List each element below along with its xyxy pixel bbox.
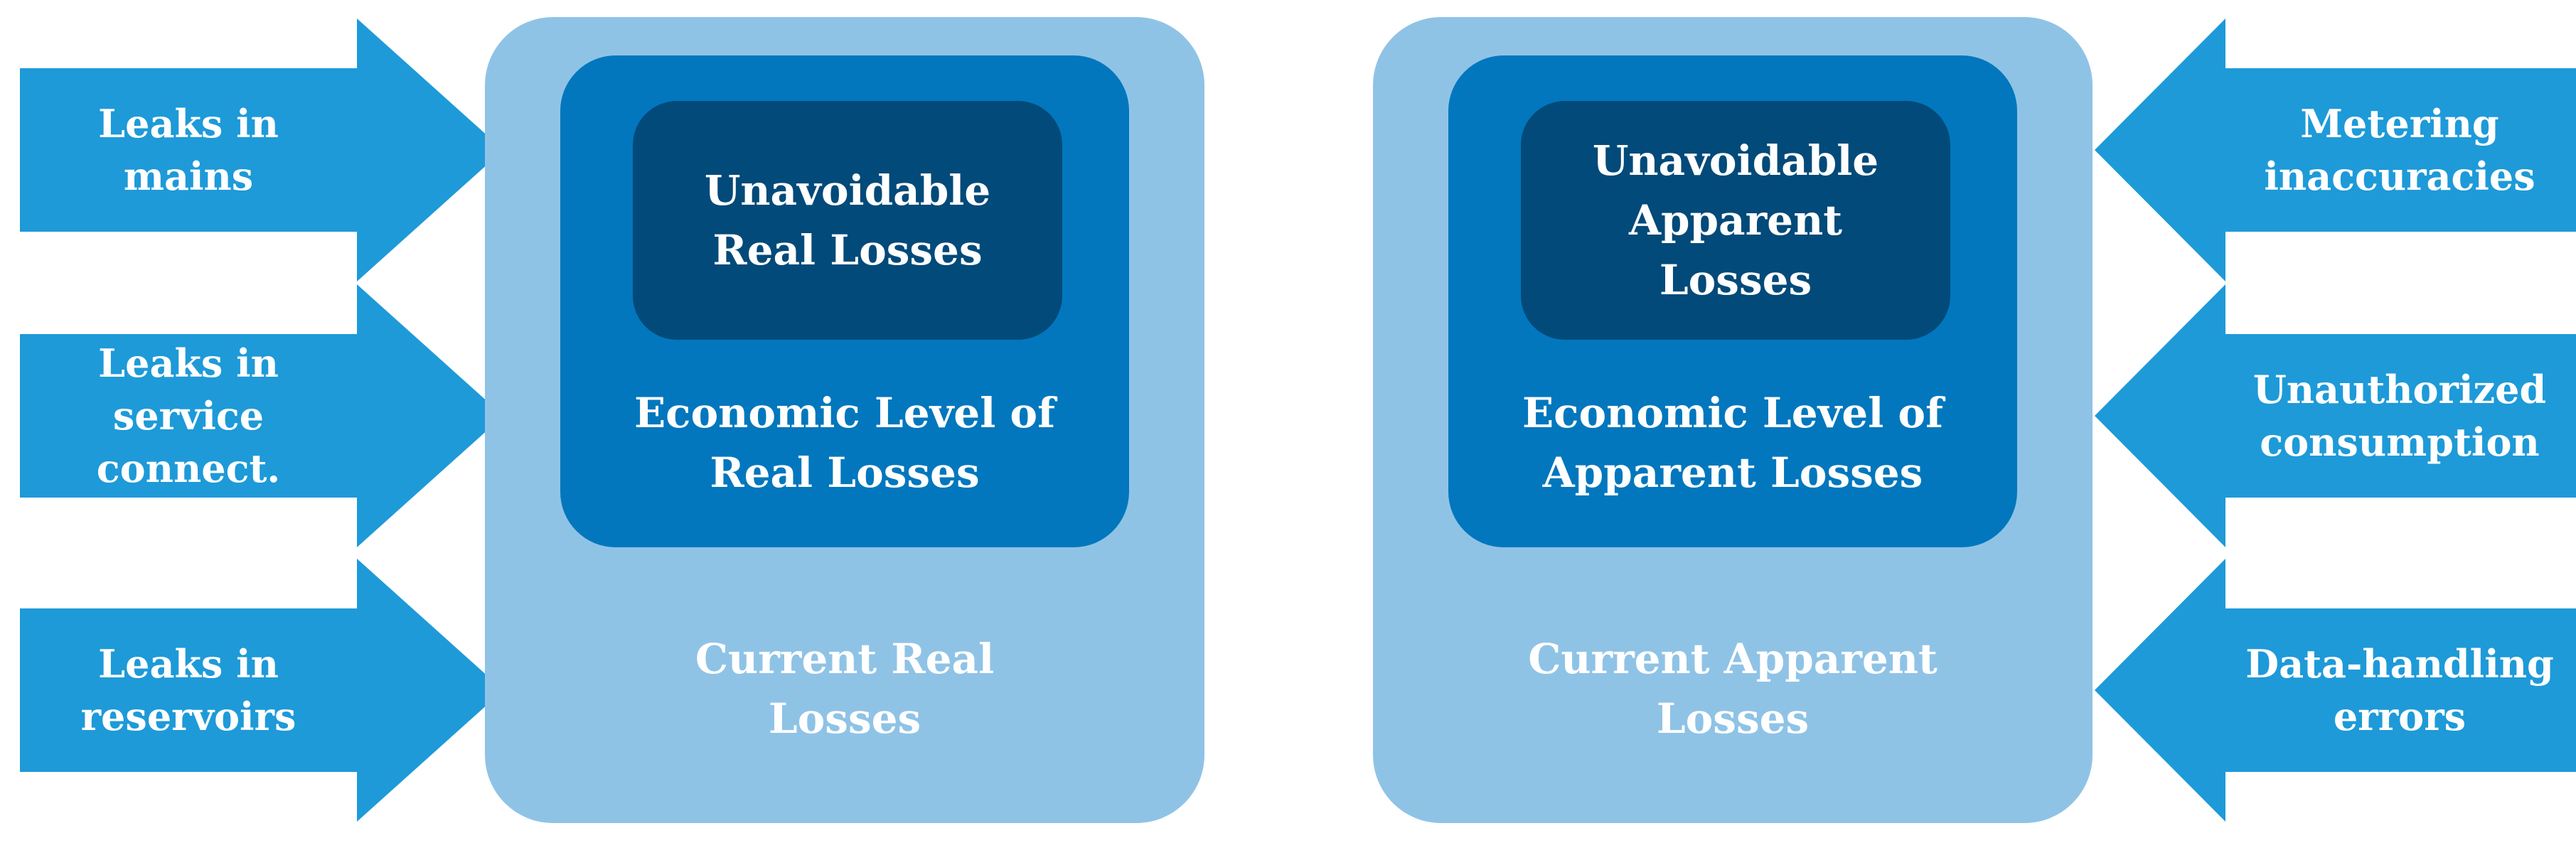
arrow-unauthorized-consumption: Unauthorized consumption [2095,284,2576,547]
current-apparent-losses-box: Unavoidable Apparent Losses Economic Lev… [1373,17,2093,823]
unavoidable-real-losses-box: Unavoidable Real Losses [633,101,1062,340]
current-real-losses-label-wrap: Current Real Losses [485,621,1204,756]
right-arrow-shape [20,18,503,281]
right-arrow-shape [20,559,503,822]
arrow-label: Data-handling errors [2245,641,2554,739]
unavoidable-apparent-losses-box: Unavoidable Apparent Losses [1521,101,1950,340]
current-apparent-losses-label: Current Apparent Losses [1528,635,1938,743]
arrow-label: Unauthorized consumption [2252,367,2547,465]
arrow-leaks-in-mains: Leaks in mains [20,18,503,281]
economic-real-losses-label-wrap: Economic Level of Real Losses [560,375,1129,510]
economic-real-losses-box: Unavoidable Real Losses Economic Level o… [560,55,1129,547]
arrow-leaks-in-reservoirs: Leaks in reservoirs [20,559,503,822]
current-real-losses-label: Current Real Losses [695,635,995,743]
left-arrow-shape [2095,18,2576,281]
current-real-losses-box: Unavoidable Real Losses Economic Level o… [485,17,1204,823]
left-arrow-shape [2095,559,2576,822]
arrow-label: Leaks in service connect. [96,340,281,491]
arrow-label: Metering inaccuracies [2264,101,2535,199]
economic-apparent-losses-label: Economic Level of Apparent Losses [1522,389,1944,497]
economic-real-losses-label: Economic Level of Real Losses [634,389,1056,497]
economic-apparent-losses-box: Unavoidable Apparent Losses Economic Lev… [1448,55,2017,547]
unavoidable-real-losses-label: Unavoidable Real Losses [704,166,991,274]
right-arrow-shape [20,284,503,547]
arrow-label: Leaks in mains [98,101,279,199]
arrow-data-handling-errors: Data-handling errors [2095,559,2576,822]
arrow-label: Leaks in reservoirs [80,641,296,739]
economic-apparent-losses-label-wrap: Economic Level of Apparent Losses [1448,375,2017,510]
current-apparent-losses-label-wrap: Current Apparent Losses [1373,621,2093,756]
arrow-metering-inaccuracies: Metering inaccuracies [2095,18,2576,281]
unavoidable-apparent-losses-label: Unavoidable Apparent Losses [1592,136,1879,304]
left-arrow-shape [2095,284,2576,547]
arrow-leaks-in-service-connect: Leaks in service connect. [20,284,503,547]
